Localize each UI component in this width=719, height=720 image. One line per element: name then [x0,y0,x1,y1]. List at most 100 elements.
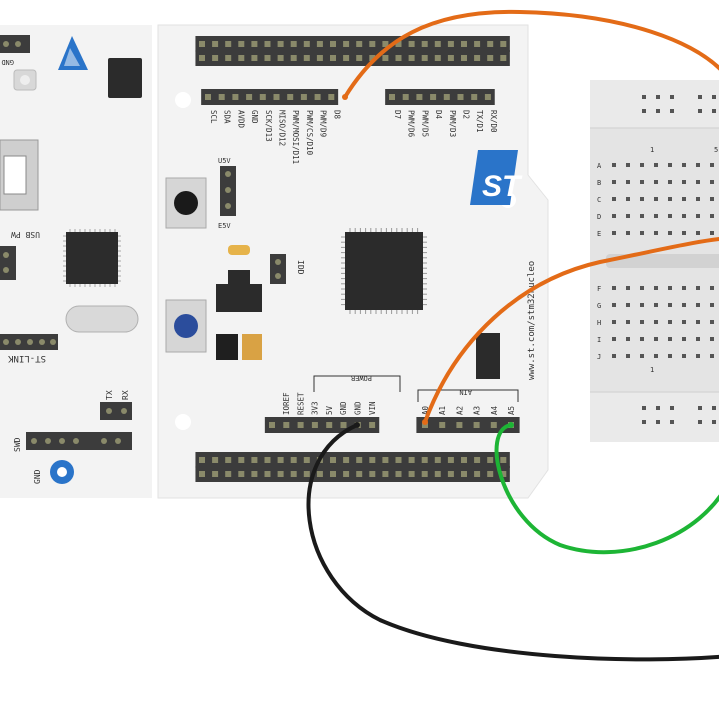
morpho-bottom-pin [474,457,481,463]
analog-pin-label: A0 [421,405,430,415]
swd-label: SWD [13,437,22,452]
power-pin-label: RESET [296,392,305,415]
morpho-bottom-pin [408,471,415,477]
morpho-bottom-pin [421,471,428,477]
morpho-top-pin [251,41,258,47]
morpho-top-pin [238,41,245,47]
digital-header-pin [300,94,307,100]
power-header-pin [269,422,275,428]
digital-pin-label: SDA [223,110,232,124]
power-pin-label: IOREF [282,392,291,415]
digital-header-pin [402,94,409,100]
morpho-bottom-pin [369,457,376,463]
digital-header-pin [484,94,491,100]
morpho-top-pin [356,55,363,61]
analog-header-pin [490,422,497,428]
morpho-top-pin [212,41,219,47]
morpho-top-pin [264,55,271,61]
breadboard-center-channel [606,254,719,268]
morpho-bottom-pin [303,457,310,463]
morpho-bottom-pin [225,471,232,477]
morpho-bottom-pin [474,471,481,477]
morpho-top-pin [487,55,494,61]
nucleo-url: www.st.com/stm32nucleo [527,261,537,380]
user-button [165,299,207,353]
digital-header-pin [430,94,437,100]
morpho-bottom-pin [500,457,507,463]
morpho-top-pin [500,55,507,61]
st-triangle-logo [58,36,88,70]
morpho-top-pin [421,55,428,61]
digital-header-pin [218,94,225,100]
morpho-bottom-pin [356,471,363,477]
stlink-mcu-chip [66,232,118,284]
morpho-top-pin [461,55,467,61]
st-brand-logo: ST [470,150,523,205]
morpho-bottom-pin [251,457,258,463]
power-header-pin [326,422,333,428]
arduino-power-header [264,417,380,433]
morpho-bottom-pin [303,471,310,477]
digital-header-pin [416,94,423,100]
morpho-top-pin [303,41,310,47]
wire-green-a5 [494,423,719,555]
stlink-label: ST-LINK [7,353,46,363]
morpho-top-pin [330,55,336,61]
morpho-top-pin [408,41,415,47]
usb-pw-label: USB PW [11,230,40,239]
morpho-top-pin [343,55,350,61]
stlink-top-header [0,35,30,53]
st-logo-text: ST [482,170,523,203]
morpho-bottom-pin [343,457,350,463]
morpho-connector-top [195,36,510,66]
morpho-bottom-pin [264,457,271,463]
power-pin-label: VIN [368,401,377,415]
stlink-gnd-bottom-label: GND [33,469,42,484]
breadboard-row-letter: B [597,179,601,187]
capacitor [242,334,262,360]
morpho-bottom-pin [382,457,389,463]
analog-pin-label: A1 [438,406,447,415]
morpho-top-pin [461,41,467,47]
morpho-top-pin [316,55,323,61]
morpho-top-pin [487,41,494,47]
morpho-bottom-pin [238,457,245,463]
breadboard-row-letter: I [597,336,601,344]
morpho-bottom-pin [395,457,402,463]
analog-group-label: AIN [459,388,472,396]
power-group-label: POWER [350,374,372,382]
morpho-bottom-pin [447,457,454,463]
morpho-top-pin [212,55,219,61]
morpho-bottom-pin [238,471,245,477]
morpho-top-pin [264,41,271,47]
breadboard-row-letter: F [597,285,601,293]
digital-pin-label: RX/D0 [489,110,498,133]
digital-header-pin [259,94,266,100]
morpho-bottom-pin [290,457,297,463]
morpho-top-pin [225,55,232,61]
morpho-top-pin [316,41,323,47]
morpho-bottom-pin [447,471,454,477]
wire-orange-a0 [423,237,719,424]
digital-header-pin [471,94,478,100]
wire-orange-d9 [343,9,719,99]
morpho-top-pin [382,41,389,47]
morpho-bottom-pin [382,471,389,477]
digital-header-pin [232,94,239,100]
reset-button [165,177,207,229]
e5v-label: E5V [218,222,231,230]
morpho-bottom-pin [434,457,441,463]
morpho-bottom-pin [487,457,494,463]
digital-pin-label: PWM/D3 [448,110,457,137]
morpho-bottom-pin [277,457,284,463]
digital-pin-label: PWM/D6 [407,110,416,138]
arduino-digital-header [201,89,495,105]
digital-pin-label: SCK/D13 [264,110,273,142]
morpho-top-pin [500,41,507,47]
digital-pin-label: D4 [434,110,443,120]
stlink-gear-logo [50,460,74,484]
morpho-bottom-pin [330,471,336,477]
morpho-bottom-pin [461,471,467,477]
morpho-bottom-pin [199,457,205,463]
analog-pin-label: A2 [455,406,464,415]
